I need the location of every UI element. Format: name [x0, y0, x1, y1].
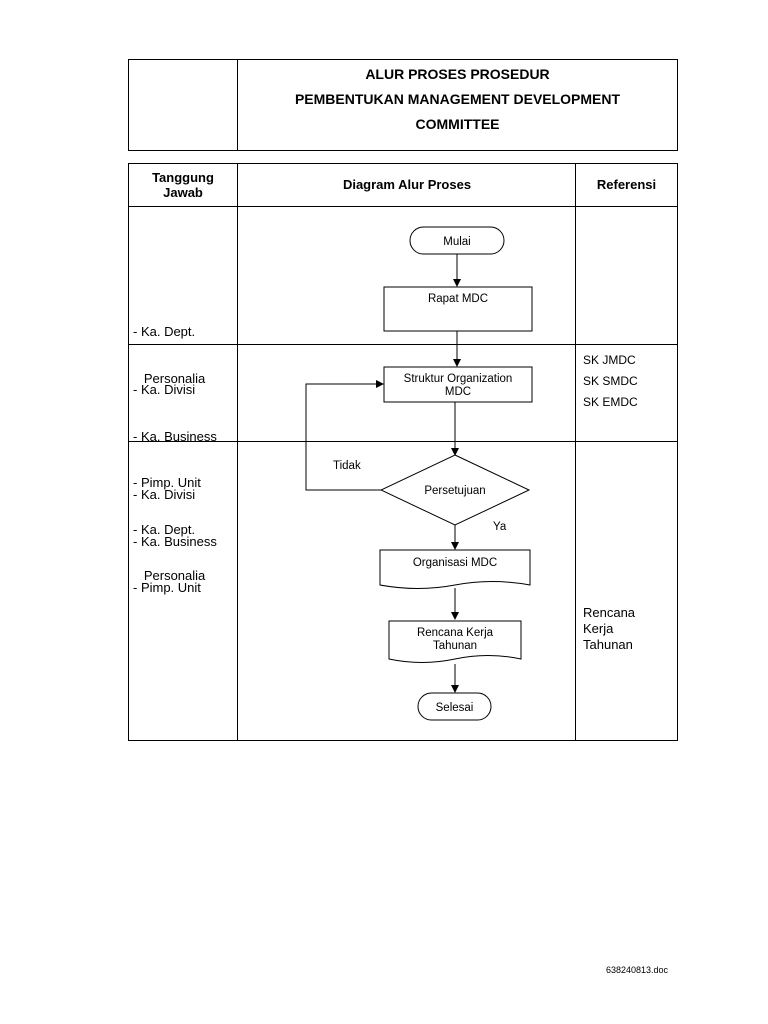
row1-responsibility: - Ka. Dept. Personalia: [133, 324, 206, 386]
title-line-1: ALUR PROSES PROSEDUR: [365, 66, 550, 82]
no-label: Tidak: [333, 460, 361, 472]
end-label: Selesai: [436, 702, 474, 714]
row2-references: SK JMDC SK SMDC SK EMDC: [583, 353, 638, 409]
header-reference: Referensi: [596, 177, 657, 192]
header-diagram: Diagram Alur Proses: [342, 177, 472, 192]
approval-label: Persetujuan: [424, 485, 485, 497]
title-line-3: COMMITTEE: [415, 116, 500, 132]
process-table: [128, 163, 678, 741]
organisation-document: [379, 549, 531, 589]
header-responsibility: Tanggung Jawab: [152, 170, 214, 200]
row2-responsibility: - Ka. Divisi - Ka. Business - Pimp. Unit…: [133, 382, 217, 583]
document-filename: 638240813.doc: [606, 965, 669, 975]
meeting-process-box: [383, 286, 533, 332]
yes-label: Ya: [493, 521, 507, 533]
title-table: [128, 59, 678, 151]
title-divider: [237, 59, 238, 151]
meeting-label: Rapat MDC: [428, 293, 488, 305]
structure-process-box: [383, 366, 533, 403]
title-line-2: PEMBENTUKAN MANAGEMENT DEVELOPMENT: [294, 91, 621, 107]
row3-responsibility: - Ka. Divisi - Ka. Business - Pimp. Unit: [133, 487, 217, 595]
organisation-label: Organisasi MDC: [413, 557, 497, 569]
end-terminator: [417, 692, 492, 721]
annual-plan-document: [388, 620, 522, 663]
loop-back-no: [305, 380, 384, 491]
start-label: Mulai: [443, 236, 470, 248]
row3-reference: Rencana Kerja Tahunan: [583, 605, 636, 652]
